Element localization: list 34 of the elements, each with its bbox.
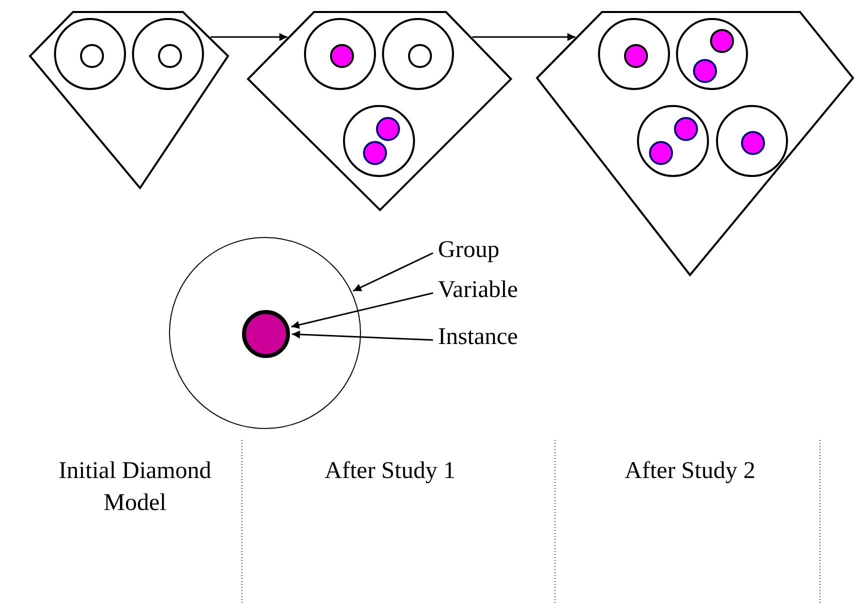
arrow	[210, 33, 288, 41]
group-circle	[343, 105, 415, 177]
instance-dot	[624, 44, 648, 68]
callout-label: Group	[438, 236, 500, 264]
group-circle	[676, 18, 748, 90]
instance-dot	[330, 44, 354, 68]
instance-dot	[649, 141, 673, 165]
instance-dot	[674, 117, 698, 141]
instance-dot	[741, 131, 765, 155]
column-label: Initial Diamond Model	[58, 457, 212, 518]
column-label: After Study 1	[324, 457, 456, 486]
leader-arrow	[291, 292, 434, 329]
group-circle	[716, 105, 788, 177]
group-circle	[132, 18, 204, 90]
instance-dot	[376, 117, 400, 141]
instance-dot	[363, 141, 387, 165]
arrow	[472, 33, 576, 41]
instance-dot	[242, 310, 290, 358]
instance-dot	[693, 59, 717, 83]
group-circle	[304, 18, 376, 90]
callout-label: Variable	[438, 276, 518, 304]
group-circle	[637, 105, 709, 177]
group-circle	[169, 237, 361, 429]
callout-label: Instance	[438, 323, 518, 351]
variable-circle	[158, 44, 182, 68]
leader-arrow	[352, 252, 434, 292]
group-circle	[598, 18, 670, 90]
variable-circle	[80, 44, 104, 68]
leader-arrow	[292, 330, 434, 341]
group-circle	[54, 18, 126, 90]
variable-circle	[408, 44, 432, 68]
group-circle	[382, 18, 454, 90]
column-label: After Study 2	[624, 457, 756, 486]
instance-dot	[710, 29, 734, 53]
